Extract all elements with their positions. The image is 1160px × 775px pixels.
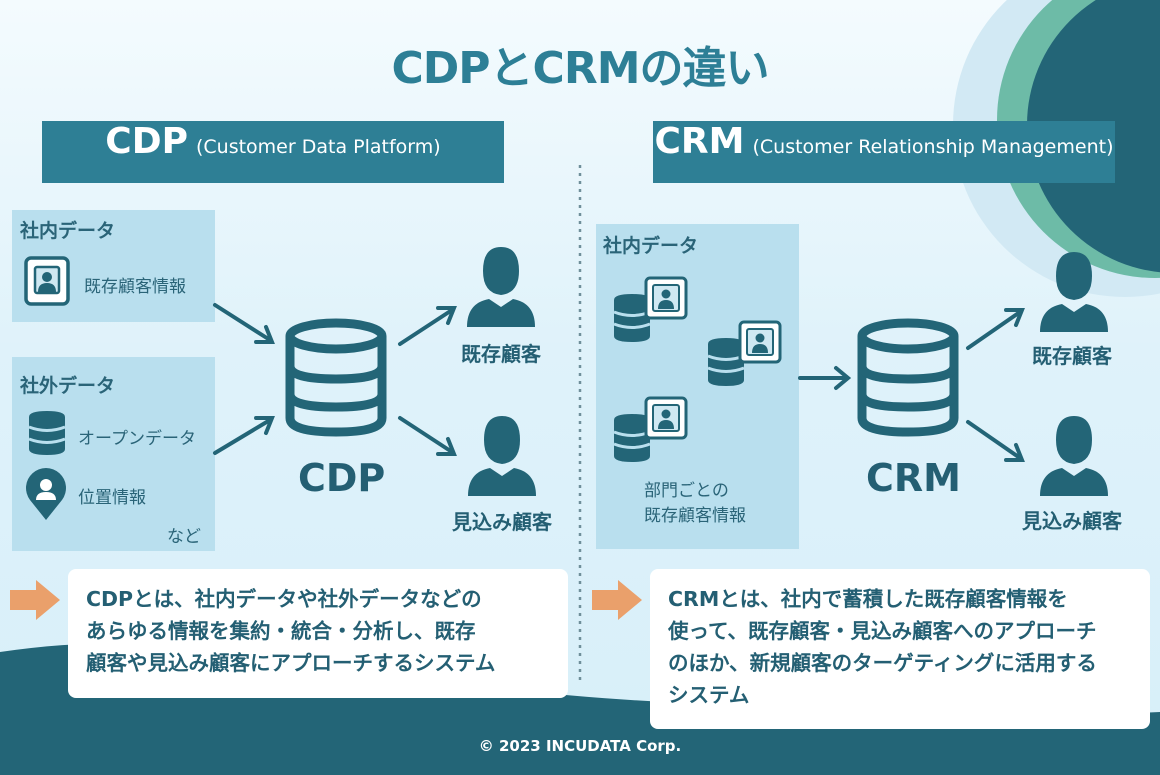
crm-internal-caption-2: 既存顧客情報 bbox=[644, 506, 746, 526]
cdp-full-name: (Customer Data Platform) bbox=[195, 136, 441, 158]
cdp-external-item-1: オープンデータ bbox=[78, 429, 196, 449]
database-profile-icon bbox=[613, 396, 688, 462]
arrow-icon bbox=[10, 580, 60, 620]
cdp-flow-arrows bbox=[213, 303, 457, 456]
database-profile-icon bbox=[613, 276, 688, 342]
cdp-description-line-1: CDPとは、社内データや社外データなどの bbox=[86, 587, 482, 611]
database-icon bbox=[28, 411, 66, 455]
crm-internal-caption-1: 部門ごとの bbox=[644, 481, 729, 501]
cdp-internal-label: 社内データ bbox=[20, 220, 116, 242]
cdp-external-etc: など bbox=[167, 527, 201, 547]
cdp-banner: CDP (Customer Data Platform) bbox=[42, 121, 504, 183]
crm-internal-data-box bbox=[596, 224, 799, 549]
cdp-internal-item: 既存顧客情報 bbox=[84, 277, 186, 297]
person-icon bbox=[1040, 252, 1108, 332]
crm-abbr: CRM bbox=[654, 121, 745, 162]
cdp-description: CDPとは、社内データや社外データなどの あらゆる情報を集約・統合・分析し、既存… bbox=[68, 569, 568, 698]
person-icon bbox=[1040, 416, 1108, 496]
crm-output-prospect: 見込み顧客 bbox=[1022, 509, 1122, 533]
crm-description-line-3: のほか、新規顧客のターゲティングに活用する bbox=[668, 651, 1097, 675]
cdp-description-line-2: あらゆる情報を集約・統合・分析し、既存 bbox=[86, 619, 476, 643]
cdp-abbr: CDP bbox=[105, 121, 188, 162]
crm-description: CRMとは、社内で蓄積した既存顧客情報を 使って、既存顧客・見込み顧客へのアプロ… bbox=[650, 569, 1150, 729]
crm-node-label: CRM bbox=[866, 456, 961, 500]
crm-description-line-2: 使って、既存顧客・見込み顧客へのアプローチ bbox=[668, 619, 1097, 643]
crm-database-icon bbox=[857, 318, 959, 437]
cdp-output-existing: 既存顧客 bbox=[461, 342, 541, 366]
profile-card-icon bbox=[24, 256, 70, 306]
crm-description-line-1: CRMとは、社内で蓄積した既存顧客情報を bbox=[668, 587, 1068, 611]
page-title: CDPとCRMの違い bbox=[391, 43, 769, 94]
cdp-description-line-3: 顧客や見込み顧客にアプローチするシステム bbox=[86, 651, 496, 675]
cdp-output-prospect: 見込み顧客 bbox=[452, 510, 552, 534]
database-profile-icon bbox=[707, 320, 782, 386]
person-icon bbox=[467, 247, 535, 327]
cdp-database-icon bbox=[285, 318, 387, 437]
cdp-node-label: CDP bbox=[298, 456, 386, 500]
cdp-external-label: 社外データ bbox=[20, 375, 116, 397]
section-divider bbox=[578, 165, 582, 685]
crm-full-name: (Customer Relationship Management) bbox=[752, 136, 1114, 158]
cdp-external-item-2: 位置情報 bbox=[78, 488, 146, 508]
crm-output-existing: 既存顧客 bbox=[1032, 344, 1112, 368]
arrow-icon bbox=[592, 580, 642, 620]
person-icon bbox=[468, 416, 536, 496]
location-pin-icon bbox=[25, 468, 66, 520]
crm-flow-arrows bbox=[798, 308, 1025, 462]
crm-banner: CRM (Customer Relationship Management) bbox=[653, 121, 1115, 183]
crm-description-line-4: システム bbox=[668, 683, 750, 707]
crm-internal-label: 社内データ bbox=[603, 235, 699, 257]
copyright: © 2023 INCUDATA Corp. bbox=[478, 737, 682, 755]
